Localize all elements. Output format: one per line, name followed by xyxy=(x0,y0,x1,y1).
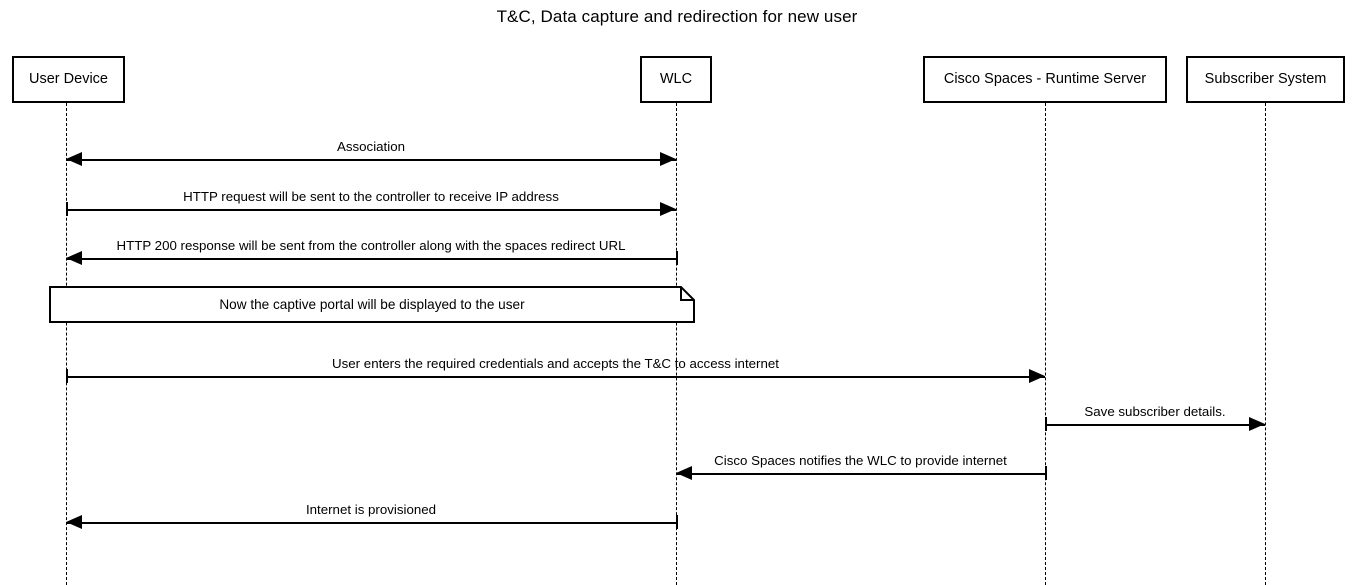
message-line xyxy=(676,473,1045,475)
message-label: Save subscriber details. xyxy=(1084,404,1226,419)
participant-label: WLC xyxy=(659,71,693,88)
note-label: Now the captive portal will be displayed… xyxy=(219,296,525,312)
message-line xyxy=(66,209,676,211)
lifeline-subscriber xyxy=(1265,103,1266,585)
message-endpoint-tick xyxy=(1045,417,1047,431)
arrowhead-left-icon xyxy=(676,466,692,480)
message-label: Association xyxy=(337,139,405,154)
note-shape xyxy=(49,286,695,323)
arrowhead-right-icon xyxy=(660,152,676,166)
message-endpoint-tick xyxy=(1045,466,1047,480)
lifeline-cisco_spaces xyxy=(1045,103,1046,585)
note-box[interactable]: Now the captive portal will be displayed… xyxy=(49,286,695,323)
message-line xyxy=(1045,424,1265,426)
message-endpoint-tick xyxy=(66,369,68,383)
arrowhead-right-icon xyxy=(1249,417,1265,431)
arrowhead-right-icon xyxy=(1029,369,1045,383)
lifeline-wlc xyxy=(676,103,677,585)
participant-subscriber[interactable]: Subscriber System xyxy=(1186,56,1345,103)
participant-wlc[interactable]: WLC xyxy=(640,56,712,103)
arrowhead-left-icon xyxy=(66,251,82,265)
message-label: HTTP request will be sent to the control… xyxy=(183,189,559,204)
arrowhead-left-icon xyxy=(66,515,82,529)
message-label: Internet is provisioned xyxy=(305,502,437,517)
participant-cisco_spaces[interactable]: Cisco Spaces - Runtime Server xyxy=(923,56,1167,103)
message-line xyxy=(66,522,676,524)
participant-label: Cisco Spaces - Runtime Server xyxy=(943,71,1147,88)
message-line xyxy=(66,159,676,161)
participant-label: Subscriber System xyxy=(1204,71,1327,88)
arrowhead-right-icon xyxy=(660,202,676,216)
arrowhead-left-icon xyxy=(66,152,82,166)
page-title: T&C, Data capture and redirection for ne… xyxy=(496,7,858,26)
lifeline-user_device xyxy=(66,103,67,585)
message-endpoint-tick xyxy=(66,202,68,216)
message-endpoint-tick xyxy=(676,251,678,265)
participant-user_device[interactable]: User Device xyxy=(12,56,125,103)
message-label: HTTP 200 response will be sent from the … xyxy=(116,238,626,253)
message-line xyxy=(66,376,1045,378)
message-line xyxy=(66,258,676,260)
message-label: User enters the required credentials and… xyxy=(332,356,779,371)
message-label: Cisco Spaces notifies the WLC to provide… xyxy=(714,453,1007,468)
participant-label: User Device xyxy=(29,71,108,88)
message-endpoint-tick xyxy=(676,515,678,529)
